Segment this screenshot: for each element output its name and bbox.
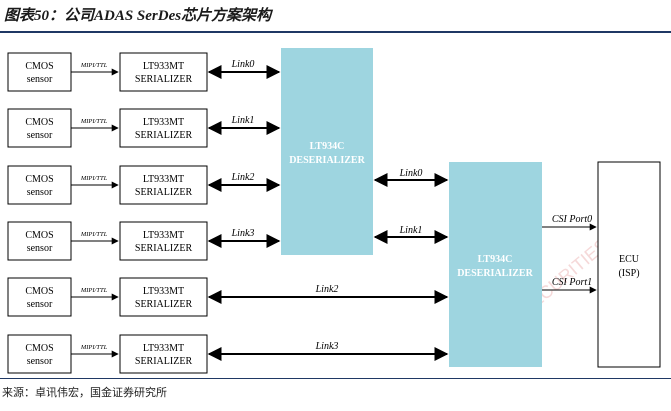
row-3: CMOS sensor MIPI/TTL LT933MT SERIALIZER Link3 (7, 221, 281, 261)
cmos-sensor-line2: sensor (27, 299, 53, 310)
serializer-model: LT933MT (143, 343, 184, 354)
bottom-rule (0, 378, 671, 379)
deserializer-1-label: DESERIALIZER (289, 155, 365, 166)
row-5: CMOS sensor MIPI/TTL LT933MT SERIALIZER Link3 (7, 334, 449, 374)
serial-link: Link2 (207, 284, 449, 304)
cmos-sensor-line1: CMOS (25, 343, 53, 354)
serializer-label: SERIALIZER (135, 356, 193, 367)
cmos-sensor-line1: CMOS (25, 61, 53, 72)
deserializer-2: LT934C DESERIALIZER (449, 162, 542, 367)
mipi-connection: MIPI/TTL (71, 231, 119, 245)
mipi-label: MIPI/TTL (80, 344, 108, 351)
cmos-sensor-line2: sensor (27, 243, 53, 254)
mipi-label: MIPI/TTL (80, 287, 108, 294)
mipi-connection: MIPI/TTL (71, 118, 119, 132)
serializer-label: SERIALIZER (135, 299, 193, 310)
serial-link: Link2 (207, 172, 281, 192)
serializer-model: LT933MT (143, 117, 184, 128)
serializer-label: SERIALIZER (135, 187, 193, 198)
figure-title: 图表50：公司ADAS SerDes芯片方案架构 (4, 8, 272, 24)
deser-link-0-label: Link0 (399, 168, 423, 179)
mipi-label: MIPI/TTL (80, 62, 108, 69)
serializer-box: LT933MT SERIALIZER (119, 334, 208, 374)
mipi-label: MIPI/TTL (80, 231, 108, 238)
deserializer-1: LT934C DESERIALIZER (281, 48, 373, 255)
serializer-box: LT933MT SERIALIZER (119, 108, 208, 148)
ecu-box: ECU (ISP) (597, 161, 661, 368)
serializer-model: LT933MT (143, 174, 184, 185)
row-2: CMOS sensor MIPI/TTL LT933MT SERIALIZER Link2 (7, 165, 281, 205)
cmos-sensor-line1: CMOS (25, 117, 53, 128)
row-0: CMOS sensor MIPI/TTL LT933MT SERIALIZER Link0 (7, 52, 281, 92)
cmos-sensor-box: CMOS sensor (7, 221, 72, 261)
mipi-label: MIPI/TTL (80, 175, 108, 182)
deserializer-1-model: LT934C (310, 141, 345, 152)
serializer-box: LT933MT SERIALIZER (119, 277, 208, 317)
cmos-sensor-line1: CMOS (25, 286, 53, 297)
serial-link: Link3 (207, 341, 449, 361)
cmos-sensor-line1: CMOS (25, 174, 53, 185)
cmos-sensor-box: CMOS sensor (7, 52, 72, 92)
mipi-connection: MIPI/TTL (71, 175, 119, 189)
serial-link-label: Link2 (315, 284, 339, 295)
csi-port-1-label: CSI Port1 (552, 277, 592, 288)
serial-link-label: Link0 (231, 59, 255, 70)
title-rule (0, 31, 671, 33)
row-1: CMOS sensor MIPI/TTL LT933MT SERIALIZER Link1 (7, 108, 281, 148)
ecu-label: ECU (619, 254, 640, 265)
mipi-label: MIPI/TTL (80, 118, 108, 125)
deser-link-1-label: Link1 (399, 225, 423, 236)
serializer-model: LT933MT (143, 61, 184, 72)
cmos-sensor-box: CMOS sensor (7, 277, 72, 317)
row-4: CMOS sensor MIPI/TTL LT933MT SERIALIZER Link2 (7, 277, 449, 317)
deser-link-0: Link0 (373, 168, 449, 187)
deser-link-1: Link1 (373, 225, 449, 244)
cmos-sensor-line2: sensor (27, 187, 53, 198)
cmos-sensor-line2: sensor (27, 130, 53, 141)
serial-link-label: Link3 (315, 341, 339, 352)
serializer-model: LT933MT (143, 230, 184, 241)
serial-link-label: Link3 (231, 228, 255, 239)
cmos-sensor-line1: CMOS (25, 230, 53, 241)
csi-port-1: CSI Port1 (542, 277, 597, 294)
mipi-connection: MIPI/TTL (71, 344, 119, 358)
serializer-box: LT933MT SERIALIZER (119, 52, 208, 92)
serial-link-label: Link2 (231, 172, 255, 183)
serial-link: Link1 (207, 115, 281, 135)
ecu-sublabel: (ISP) (618, 268, 639, 279)
serializer-box: LT933MT SERIALIZER (119, 165, 208, 205)
source-note: 来源：卓讯伟宏，国金证券研究所 (2, 387, 167, 399)
csi-port-0: CSI Port0 (542, 214, 597, 231)
cmos-sensor-line2: sensor (27, 356, 53, 367)
serializer-box: LT933MT SERIALIZER (119, 221, 208, 261)
serial-link: Link0 (207, 59, 281, 79)
serial-link-label: Link1 (231, 115, 255, 126)
serializer-label: SERIALIZER (135, 243, 193, 254)
serializer-label: SERIALIZER (135, 74, 193, 85)
cmos-sensor-box: CMOS sensor (7, 334, 72, 374)
serial-link: Link3 (207, 228, 281, 248)
deserializer-2-model: LT934C (478, 254, 513, 265)
mipi-connection: MIPI/TTL (71, 287, 119, 301)
deserializer-2-label: DESERIALIZER (457, 268, 533, 279)
cmos-sensor-line2: sensor (27, 74, 53, 85)
cmos-sensor-box: CMOS sensor (7, 165, 72, 205)
csi-port-0-label: CSI Port0 (552, 214, 592, 225)
serializer-model: LT933MT (143, 286, 184, 297)
cmos-sensor-box: CMOS sensor (7, 108, 72, 148)
serializer-label: SERIALIZER (135, 130, 193, 141)
mipi-connection: MIPI/TTL (71, 62, 119, 76)
